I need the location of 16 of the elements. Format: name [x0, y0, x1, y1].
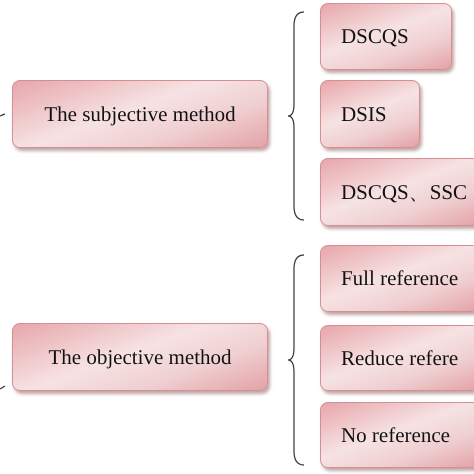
method-box	[320, 158, 474, 226]
box-label: Reduce refere	[341, 346, 458, 370]
box-label: DSIS	[341, 102, 387, 126]
box-label: Full reference	[341, 266, 458, 291]
box-label: The subjective method	[44, 102, 236, 126]
method-box	[320, 3, 452, 70]
method-box	[320, 402, 474, 468]
method-box	[320, 80, 420, 148]
box-label: DSCQS	[341, 24, 409, 49]
category-box	[12, 80, 268, 148]
category-box	[12, 323, 268, 391]
box-label: No reference	[341, 422, 450, 448]
method-box	[320, 325, 474, 391]
box-label: The objective method	[48, 344, 232, 370]
method-box	[320, 245, 474, 312]
box-label: DSCQS、SSC	[341, 179, 468, 206]
